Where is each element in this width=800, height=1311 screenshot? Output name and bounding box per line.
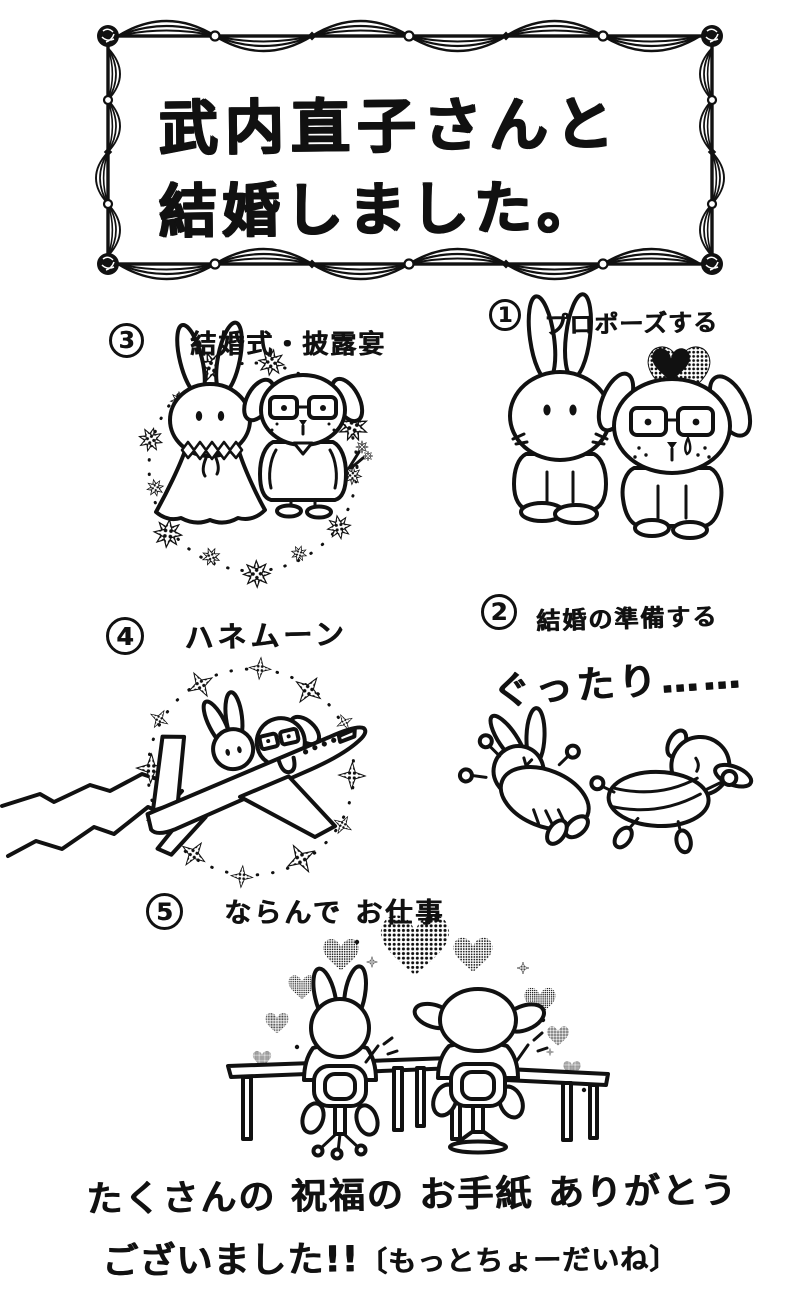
panel-number-ceremony: 3 (109, 323, 144, 358)
footer-thanks-line-2: ございました!!〔もっとちょーだいね〕 (102, 1227, 678, 1284)
bride-bunny-icon (154, 320, 267, 525)
teamwork-scene (226, 915, 610, 1161)
panel-number-teamwork: 5 (146, 893, 183, 930)
collapsed-dog-icon (589, 728, 754, 855)
footer-thanks-line-2-note: 〔もっとちょーだいね〕 (358, 1242, 679, 1279)
flower-ring-icon (130, 339, 381, 594)
footer-thanks-line-2-main: ございました!! (101, 1239, 360, 1283)
proposal-scene (508, 292, 753, 540)
dog-with-glasses-icon (596, 371, 753, 540)
bunny-at-desk-icon (300, 964, 399, 1161)
honeymoon-scene (0, 656, 368, 889)
exhausted-scene (457, 706, 754, 855)
panel-label-preparation: 結婚の準備する (535, 602, 719, 636)
panel-label-proposal: プロポーズする (543, 308, 719, 340)
star-ring-icon (135, 656, 367, 889)
bunny-icon (508, 292, 612, 525)
ceremony-scene (130, 320, 381, 594)
collapsed-bunny-icon (457, 706, 591, 846)
desks-icon (226, 1055, 610, 1142)
jet-airplane-icon (145, 690, 368, 857)
panel-label-honeymoon: ハネムーン (183, 616, 349, 656)
panel-number-proposal: 1 (489, 299, 521, 331)
panel-number-honeymoon: 4 (106, 617, 144, 655)
groom-dog-icon (242, 373, 376, 520)
page-title-line-2: 結婚しました。 (157, 172, 600, 246)
footer-thanks-line-1: たくさんの 祝福の お手紙 ありがとう (85, 1170, 738, 1221)
panel-label-teamwork: ならんで お仕事 (224, 898, 446, 929)
panel-number-preparation: 2 (481, 594, 517, 630)
panel-label-ceremony: 結婚式・披露宴 (190, 330, 387, 360)
page-title-line-1: 武内直子さんと (157, 88, 621, 163)
dog-at-desk-icon (412, 987, 549, 1155)
garland-border-frame (95, 19, 725, 281)
